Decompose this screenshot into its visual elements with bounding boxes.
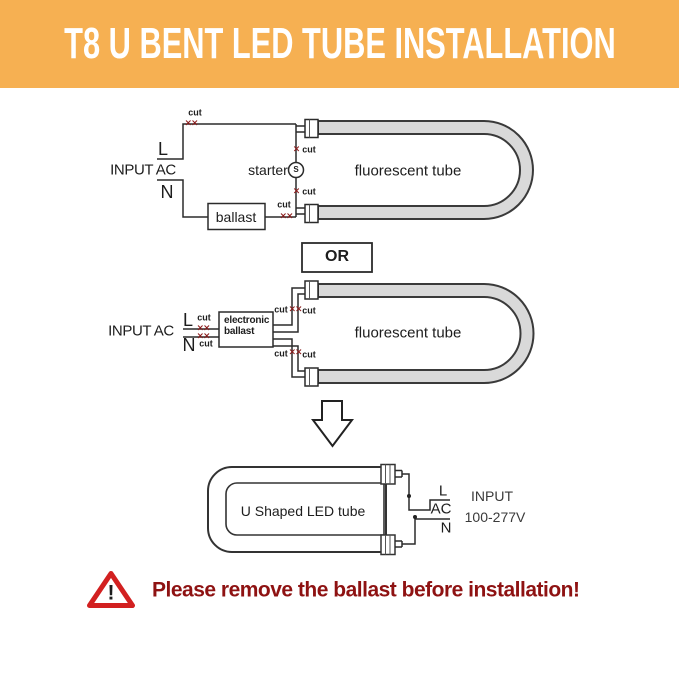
cut-mark-icon: ×× <box>288 347 302 358</box>
d3-led-tube-inner <box>225 482 385 536</box>
d1-tube-pins <box>296 125 305 215</box>
cut-label: cut <box>274 348 288 359</box>
d1-tube-cap-bottom <box>304 203 319 224</box>
page-title: T8 U BENT LED TUBE INSTALLATION <box>63 19 616 68</box>
d3-tube-cap-top <box>380 463 396 485</box>
d2-fluorescent-tube <box>317 283 535 384</box>
or-label: OR <box>325 248 349 265</box>
d2-tube-cap-top <box>304 280 319 300</box>
d2-live-label: L <box>182 310 194 330</box>
d3-junction-dot-2 <box>413 515 417 519</box>
cut-label: cut <box>302 349 316 360</box>
cut-label: cut <box>277 199 291 210</box>
d1-neutral-wire <box>157 179 208 218</box>
d3-junction-dot-1 <box>407 494 411 498</box>
d1-neutral-label: N <box>160 182 174 202</box>
d1-input-label: INPUT AC <box>110 161 176 179</box>
d3-top-pins <box>395 469 403 478</box>
d3-tube-cap-bottom <box>380 534 396 556</box>
warning-text: Please remove the ballast before install… <box>152 578 580 602</box>
d1-tube-cap-top <box>304 118 319 139</box>
d2-out-wire-2 <box>273 293 305 333</box>
cut-mark-icon: ×× <box>196 323 210 334</box>
cut-mark-icon: ×× <box>279 211 293 222</box>
down-arrow-icon <box>311 400 354 448</box>
cut-mark-icon: × <box>292 186 300 197</box>
d2-tube-label: fluorescent tube <box>354 324 462 342</box>
title-banner: T8 U BENT LED TUBE INSTALLATION <box>0 0 679 88</box>
d3-voltage-label: 100-277V <box>464 509 526 525</box>
d3-live-wire <box>402 473 450 511</box>
d2-out-wire-4 <box>273 345 305 372</box>
cut-mark-icon: × <box>292 144 300 155</box>
d2-ballast-box <box>218 311 274 348</box>
starter-label: starter <box>248 162 288 178</box>
cut-label: cut <box>302 186 316 197</box>
electronic-ballast-label-2: ballast <box>224 326 255 337</box>
d3-tube-label: U Shaped LED tube <box>240 503 366 519</box>
cut-label: cut <box>188 107 202 118</box>
starter-symbol-circle <box>287 161 305 179</box>
cut-label: cut <box>302 305 316 316</box>
d3-ac-label: AC <box>430 500 452 518</box>
d2-tube-cap-bottom <box>304 367 319 387</box>
d1-ballast-box <box>207 202 266 231</box>
d1-tube-label: fluorescent tube <box>354 162 462 180</box>
exclamation-icon: ! <box>107 581 115 605</box>
d2-input-wires <box>183 328 219 338</box>
d2-out-wire-1 <box>273 287 305 326</box>
d3-neutral-label: N <box>440 519 452 537</box>
electronic-ballast-label-1: electronic <box>224 315 270 326</box>
d2-input-label: INPUT AC <box>108 322 174 340</box>
d1-live-wire <box>157 123 296 160</box>
warning-triangle-icon <box>87 571 135 608</box>
ballast-label: ballast <box>215 209 257 225</box>
d3-neutral-wire <box>402 518 450 545</box>
d3-live-label: L <box>438 482 448 500</box>
cut-mark-icon: ×× <box>288 304 302 315</box>
cut-label: cut <box>197 312 211 323</box>
cut-mark-icon: ×× <box>196 331 210 342</box>
d2-neutral-label: N <box>182 335 196 355</box>
d3-bottom-pins <box>395 540 403 548</box>
cut-mark-icon: ×× <box>184 118 198 129</box>
or-box <box>301 242 373 273</box>
cut-label: cut <box>302 144 316 155</box>
cut-label: cut <box>199 338 213 349</box>
d1-live-label: L <box>157 139 169 159</box>
d3-input-label: INPUT <box>471 488 513 504</box>
d3-cap-stripes <box>385 464 391 555</box>
starter-s-icon: S <box>293 165 299 174</box>
d2-out-wire-3 <box>273 338 305 378</box>
cut-label: cut <box>274 304 288 315</box>
d1-fluorescent-tube <box>317 120 534 220</box>
